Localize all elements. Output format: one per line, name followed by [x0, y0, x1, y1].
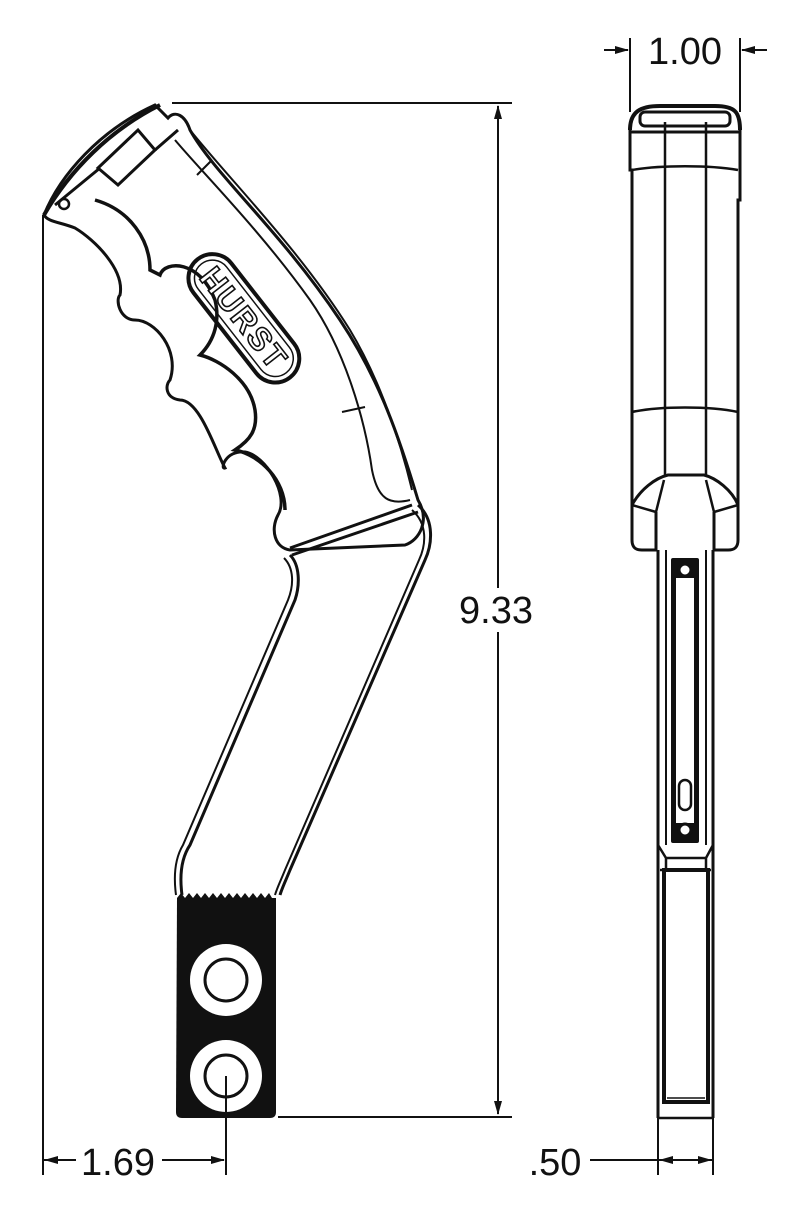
height-label: 9.33	[459, 590, 533, 632]
thickness-dimension: .50	[529, 1118, 714, 1184]
blade-transition	[656, 844, 715, 872]
slot-screw-bottom	[677, 822, 693, 838]
shank-front-inner	[173, 557, 294, 896]
shank-back	[278, 503, 433, 896]
collar-curve	[630, 473, 740, 506]
grip-outline	[42, 103, 425, 552]
thickness-label: .50	[529, 1142, 582, 1184]
front-grip-body	[628, 130, 742, 470]
serrated-edge	[177, 893, 272, 898]
offset-label: 1.69	[81, 1142, 155, 1184]
collar-facets	[631, 479, 739, 514]
arrow-up-icon	[494, 105, 502, 119]
arrow-down-icon	[494, 1101, 502, 1115]
finger-grooves	[94, 198, 287, 511]
shank-back-inner	[274, 509, 426, 896]
width-dimension: 1.00	[604, 31, 767, 112]
arrow-left-icon	[44, 1156, 58, 1164]
grip-bottom-band	[631, 406, 739, 414]
shank-front	[179, 553, 300, 896]
logo-badge: HURST	[186, 252, 302, 385]
grip-spine-inner	[174, 139, 411, 503]
height-dimension: 9.33	[172, 102, 533, 1118]
grip-cap	[42, 103, 161, 217]
arrow-right-icon	[615, 46, 629, 54]
front-view	[628, 104, 742, 1120]
arrow-right-icon	[211, 1156, 225, 1164]
mount-hole-upper	[203, 957, 249, 1003]
grip-spine-line	[189, 129, 413, 491]
spine-seg-2	[341, 406, 366, 413]
front-cap	[628, 104, 742, 131]
bottom-blade	[662, 868, 710, 1104]
cap-pin	[57, 197, 71, 211]
slot-screw-top	[677, 562, 693, 578]
mounting-block	[176, 893, 276, 1118]
offset-dimension: 1.69	[42, 215, 227, 1184]
width-label: 1.00	[648, 31, 722, 73]
front-cap-inner	[638, 110, 732, 128]
slot-plate-window	[676, 578, 694, 823]
arrow-right-icon	[698, 1156, 712, 1164]
side-view: HURST	[42, 103, 433, 1118]
slot-elongated	[677, 778, 693, 812]
front-collar	[630, 470, 740, 552]
arrow-left-icon	[741, 46, 755, 54]
arrow-left-icon	[659, 1156, 673, 1164]
grip-top-band	[631, 165, 739, 172]
spine-seg-1	[196, 159, 213, 176]
grip-collar	[289, 503, 419, 557]
